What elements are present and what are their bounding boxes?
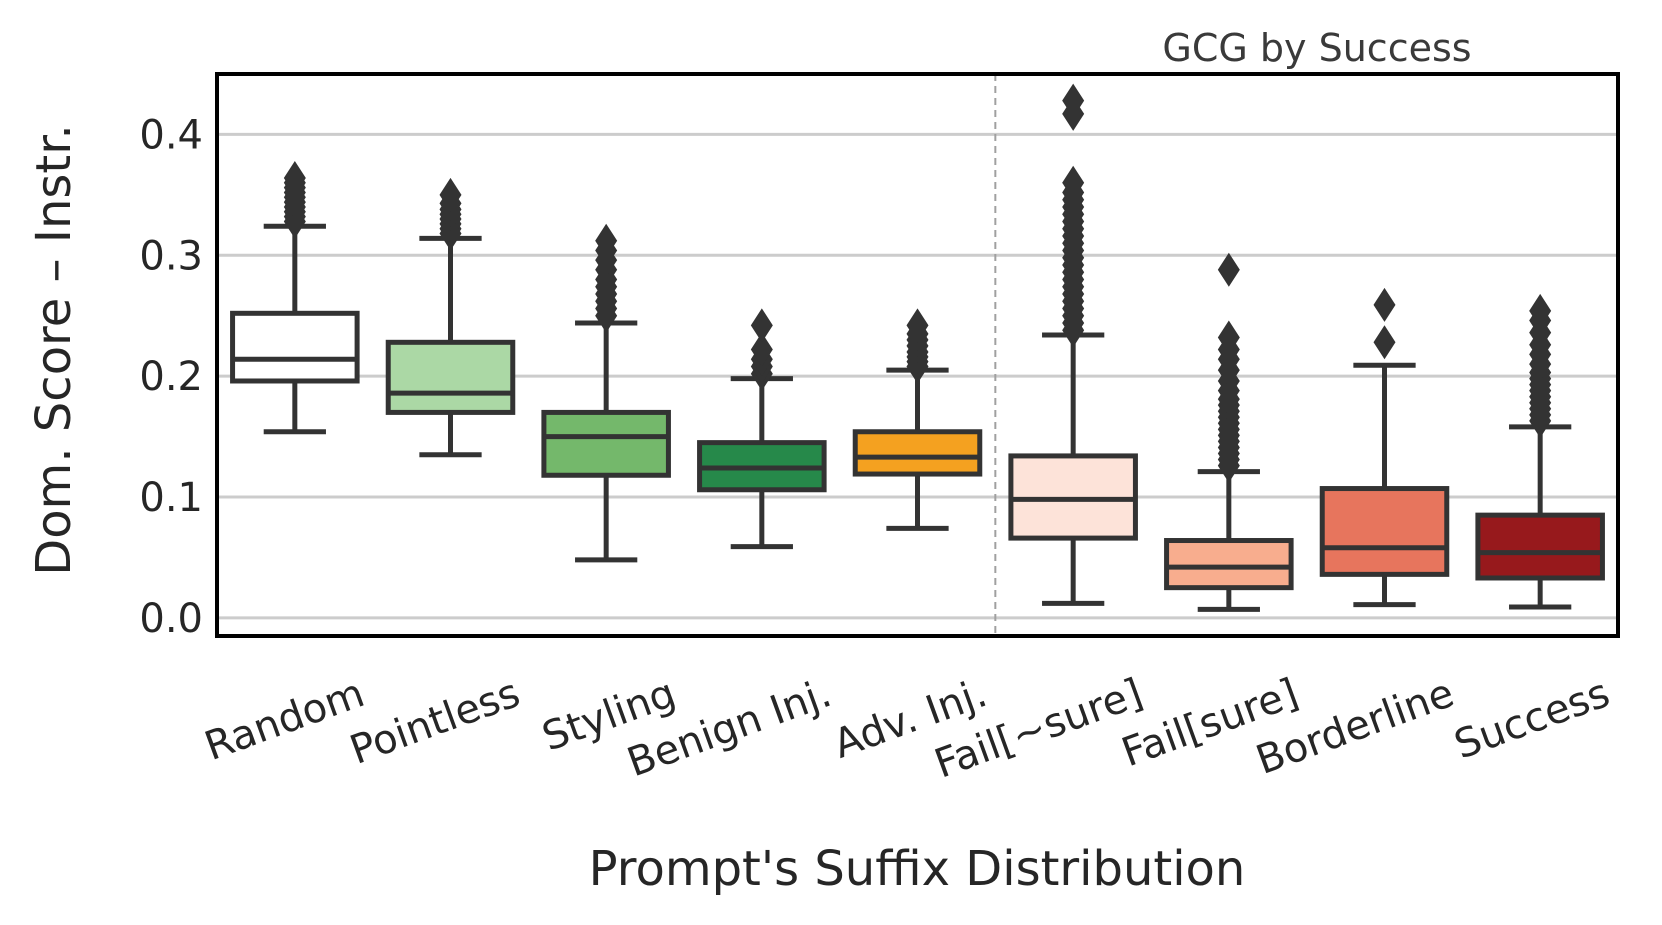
box-group-5 (1008, 83, 1138, 606)
boxes (230, 83, 1605, 612)
outlier-point (283, 160, 306, 195)
box-iqr (230, 310, 360, 384)
y-tick-label: 0.1 (139, 475, 203, 521)
outlier-point (595, 223, 618, 258)
outlier-point (750, 332, 773, 367)
x-tick-label: Random (199, 670, 370, 770)
outlier-point (906, 308, 929, 343)
outlier-point (1529, 293, 1552, 328)
y-tick-label: 0.3 (139, 233, 203, 279)
x-tick-label: Success (1449, 670, 1616, 768)
outlier-point (1217, 252, 1240, 287)
plot-border (215, 72, 1620, 638)
box-iqr (385, 339, 516, 415)
box-group-6 (1164, 252, 1294, 612)
y-axis-label: Dom. Score – Instr. (26, 124, 82, 576)
x-tick-label: Pointless (344, 670, 526, 774)
box-group-2 (541, 223, 671, 563)
panel-annotation: GCG by Success (1162, 26, 1471, 70)
box-group-8 (1475, 293, 1605, 610)
box-group-1 (385, 177, 516, 458)
box-iqr (1475, 512, 1605, 581)
y-tick-label: 0.2 (139, 354, 203, 400)
plot-frame (215, 72, 1620, 638)
box-group-4 (852, 308, 983, 531)
box-iqr (1319, 486, 1450, 577)
box-iqr (1164, 538, 1294, 591)
outlier-point (1062, 165, 1085, 200)
box-group-7 (1319, 287, 1450, 608)
x-axis-label: Prompt's Suffix Distribution (589, 841, 1246, 897)
box-iqr (541, 409, 671, 478)
box-group-0 (230, 160, 360, 435)
outlier-point (1062, 83, 1085, 118)
outlier-point (1373, 325, 1396, 360)
outlier-point (1373, 287, 1396, 322)
y-tick-label: 0.4 (139, 112, 203, 158)
outlier-point (1217, 320, 1240, 355)
box-group-3 (697, 308, 827, 550)
outlier-point (750, 308, 773, 343)
outlier-point (439, 177, 462, 212)
y-tick-label: 0.0 (139, 596, 203, 642)
box-iqr (852, 429, 983, 477)
y-axis-ticks: 0.0 0.1 0.2 0.3 0.4 (139, 112, 203, 641)
